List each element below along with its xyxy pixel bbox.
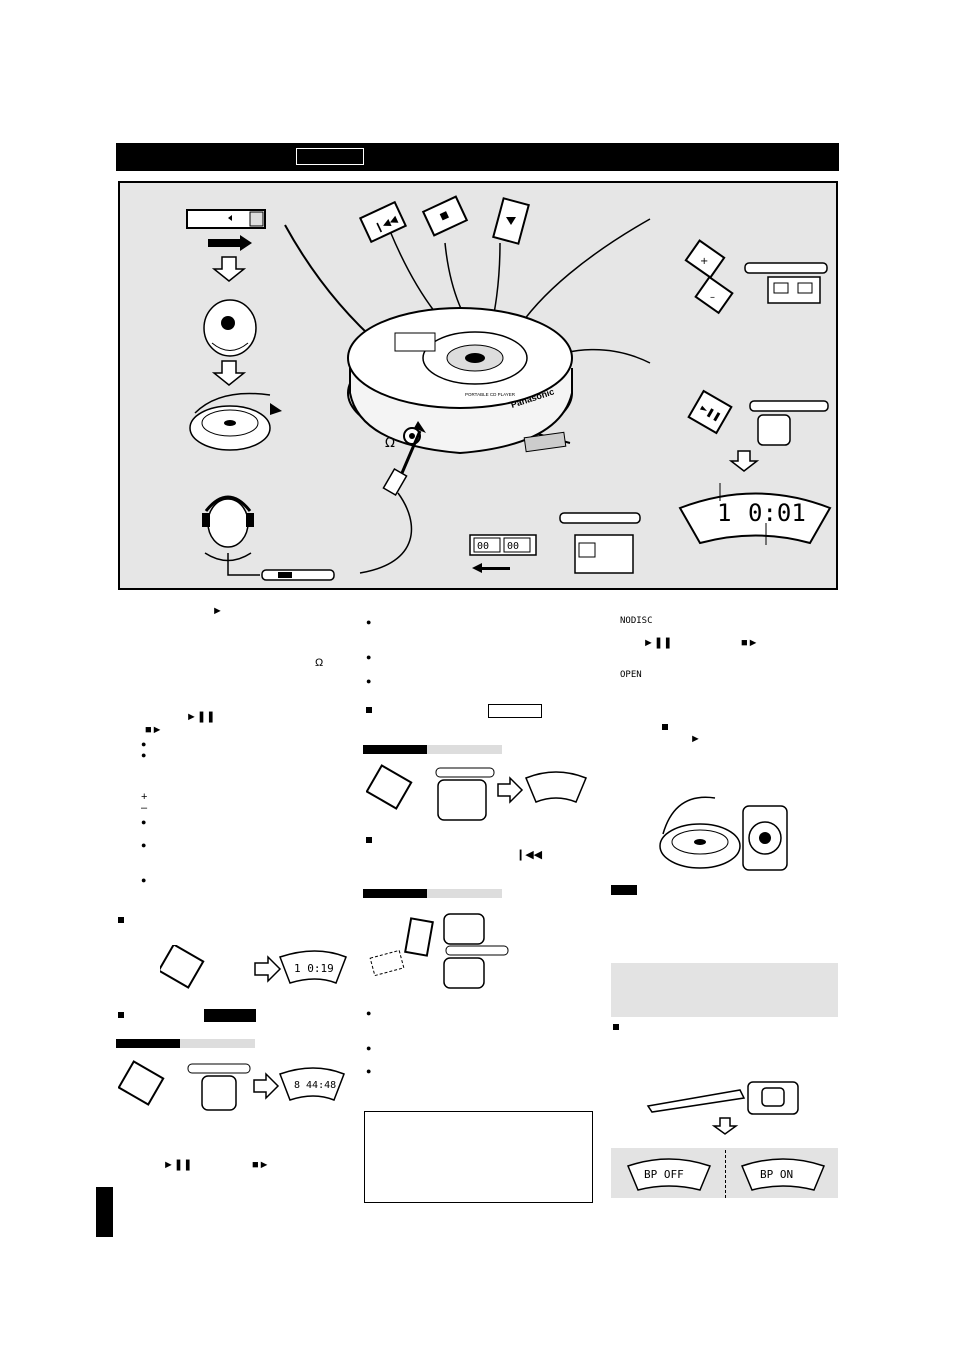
player-illustration: ❙◀◀ Panasonic PORTABLE CD PLAYER Ω [186, 195, 832, 581]
svg-text:–: – [710, 292, 715, 303]
divider-line [725, 1150, 726, 1198]
bullet-icon: ● [366, 1008, 372, 1018]
skip-back-button-illustration: ❙◀◀ [358, 200, 408, 244]
bp-on-display: BP ON [740, 1158, 826, 1191]
svg-text:00: 00 [477, 541, 489, 552]
bar-dark [363, 745, 427, 754]
section-marker [613, 1024, 619, 1030]
section-marker [366, 707, 372, 713]
bullet-icon: ● [366, 652, 372, 662]
section-title-badge [296, 148, 364, 165]
listener-illustration [202, 495, 254, 562]
bullet-icon: ● [366, 617, 372, 627]
cd-player-illustration: Panasonic PORTABLE CD PLAYER [347, 307, 573, 455]
bar-light [180, 1039, 255, 1048]
display-time: 0:01 [748, 499, 806, 527]
svg-text:+: + [700, 256, 708, 267]
hand-press-icon [203, 299, 257, 357]
remote-control-icon [227, 553, 335, 581]
play-symbol: ► [690, 733, 701, 745]
play-pause-symbol: ►❚❚ [163, 1159, 193, 1171]
stop-play-symbol: ■► [741, 637, 759, 649]
disc-removal-illustration [659, 796, 788, 871]
page-edge-tab [96, 1187, 113, 1237]
stop-blank-display-illustration [366, 764, 587, 821]
note-box [364, 1111, 593, 1203]
stop-play-symbol: ■► [145, 724, 163, 736]
display-illustration: 1 0:01 [678, 483, 832, 545]
section-marker [662, 724, 668, 730]
svg-text:BP OFF: BP OFF [644, 1168, 684, 1181]
section-marker [118, 917, 124, 923]
minus-symbol: – [141, 802, 148, 814]
open-switch-illustration [186, 209, 266, 251]
hold-switch-illustration: 00 00 [469, 534, 537, 573]
svg-text:00: 00 [507, 541, 519, 552]
svg-text:8 44:48: 8 44:48 [294, 1080, 336, 1091]
section-title-bar [116, 143, 839, 171]
skip-back-symbol: ❙◀◀ [516, 849, 543, 861]
remote-control-icon [744, 262, 828, 304]
note-badge [611, 885, 637, 895]
bar-dark [363, 889, 427, 898]
open-player-illustration [189, 392, 282, 451]
play-symbol: ► [212, 605, 223, 617]
stop-play-symbol: ■► [252, 1159, 270, 1171]
svg-text:1 0:19: 1 0:19 [294, 962, 334, 975]
arrow-down-icon [211, 256, 247, 282]
bullet-icon: ● [366, 1066, 372, 1076]
skip-illustration [369, 913, 509, 989]
arrow-down-icon [211, 360, 247, 386]
headphones-icon: Ω [385, 436, 395, 451]
section-marker [118, 1012, 124, 1018]
stop-button-illustration [421, 195, 469, 237]
arrow-down-icon [728, 450, 760, 472]
beep-remote-illustration [646, 1081, 799, 1135]
remote-control-icon [559, 512, 641, 574]
bp-off-display: BP OFF [626, 1158, 712, 1191]
bullet-icon: ● [141, 739, 147, 749]
bar-light [427, 745, 502, 754]
lcd-no-disc: NODISC [620, 616, 653, 626]
pause-display-illustration: 1 0:19 [160, 945, 347, 989]
bullet-icon: ● [141, 817, 147, 827]
bullet-icon: ● [366, 1043, 372, 1053]
model-label: PORTABLE CD PLAYER [465, 392, 516, 397]
skip-forward-button-illustration [492, 197, 530, 245]
bar-light [427, 889, 502, 898]
display-track: 1 [717, 499, 731, 527]
bar-dark [116, 1039, 180, 1048]
illustration-panel: ❙◀◀ Panasonic PORTABLE CD PLAYER Ω [118, 181, 838, 590]
info-note-box [611, 963, 838, 1017]
play-pause-button-illustration: ►❚❚ [687, 389, 733, 435]
lcd-open: OPEN [620, 670, 642, 680]
headphones-icon: Ω [315, 657, 324, 669]
stop-display-illustration: 8 44:48 [118, 1060, 345, 1111]
bullet-icon: ● [141, 875, 147, 885]
bullet-icon: ● [366, 676, 372, 686]
remote-control-icon [749, 400, 829, 446]
play-pause-symbol: ►❚❚ [643, 637, 673, 649]
label-box [488, 704, 542, 718]
volume-buttons-illustration: + – [684, 239, 734, 315]
svg-text:BP ON: BP ON [760, 1168, 793, 1181]
section-marker [366, 837, 372, 843]
bullet-icon: ● [141, 750, 147, 760]
bullet-icon: ● [141, 840, 147, 850]
label-badge [204, 1009, 256, 1022]
plus-symbol: + [141, 791, 148, 803]
play-pause-symbol: ►❚❚ [186, 711, 216, 723]
